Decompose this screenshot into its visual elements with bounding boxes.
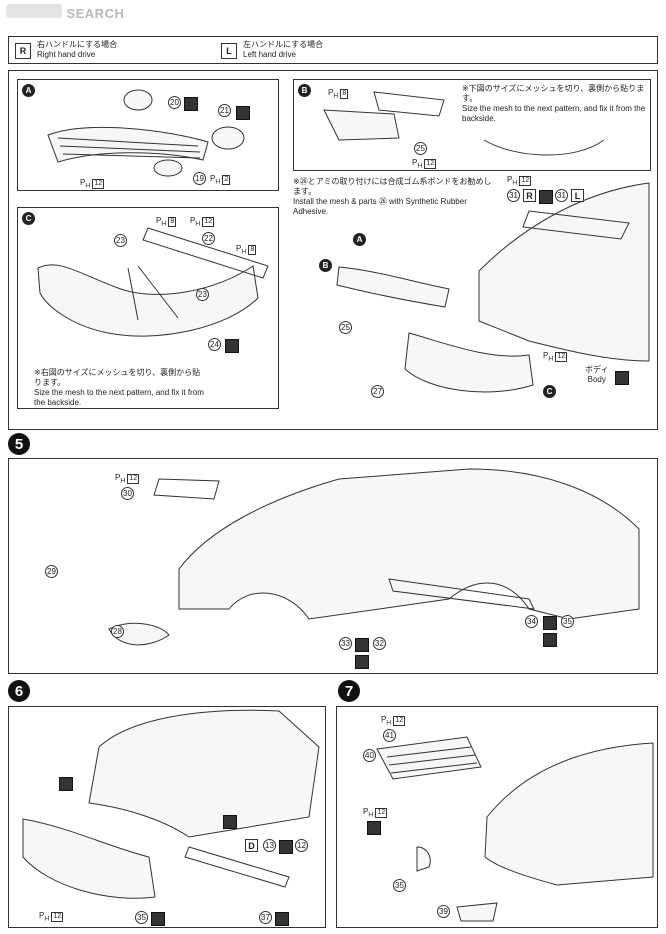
car-rear-drawing: [22, 709, 320, 899]
part-28: 28: [111, 625, 124, 638]
glue-icon: [539, 190, 553, 204]
part-34: 34: [525, 615, 538, 628]
glue-icon: [279, 840, 293, 854]
lhd-label-jp: 左ハンドルにする場合: [243, 40, 324, 49]
ph-label: PH 8: [156, 216, 177, 228]
glue-icon: [543, 633, 557, 647]
part-35: 35: [561, 615, 574, 628]
rhd-label-jp: 右ハンドルにする場合: [37, 40, 118, 49]
front-assembly-panel: A 20 21 19 PH 2 PH 12 B PH 8 25 PH 12 ※下…: [8, 70, 658, 430]
marker-d: D: [245, 839, 258, 852]
step-5-panel: PH 12 30 29 28 33 32 34 35: [8, 458, 658, 674]
part-39: 39: [437, 905, 450, 918]
ph-label: PH 12: [39, 911, 64, 923]
ph-label: PH 12: [363, 807, 388, 819]
step-7-badge: 7: [338, 680, 360, 702]
glue-icon: [355, 655, 369, 669]
lhd-label-en: Left hand drive: [243, 50, 296, 59]
part-35-window: 35: [393, 879, 406, 892]
watermark-logo: SEARCH: [6, 4, 124, 23]
body-label-jp: ボディ: [585, 365, 609, 374]
lhd-marker: L: [221, 43, 237, 59]
marker-c: C: [543, 385, 556, 398]
grille-b-drawing: [323, 91, 605, 156]
part-31-rhd: 31: [507, 189, 520, 202]
sub-b-marker: B: [298, 84, 311, 97]
step-7-panel: PH 12 41 40 PH 12 35 39: [336, 706, 658, 928]
grille-drawing: [47, 89, 245, 177]
sub-c-note-en: Size the mesh to the next pattern, and f…: [34, 388, 204, 407]
sub-c-marker: C: [22, 212, 35, 225]
part-24: 24: [208, 338, 221, 351]
car-front-drawing: [108, 468, 640, 646]
glue-icon: [355, 638, 369, 652]
part-13: 13: [263, 839, 276, 852]
part-25: 25: [414, 142, 427, 155]
lhd-marker-small: L: [571, 189, 584, 202]
step-5-badge: 5: [8, 433, 30, 455]
ph-label: PH 12: [190, 216, 215, 228]
subassembly-b: B PH 8 25 PH 12 ※下図のサイズにメッシュを切り、裏側から貼ります…: [293, 79, 651, 171]
marker-b: B: [319, 259, 332, 272]
sub-b-note-en: Size the mesh to the next pattern, and f…: [462, 104, 646, 123]
glue-icon: [543, 616, 557, 630]
part-30: 30: [121, 487, 134, 500]
step-6-panel: D 13 12 PH 12 35 37: [8, 706, 326, 928]
ph-label: PH 8: [328, 88, 349, 100]
part-12: 12: [295, 839, 308, 852]
front-body-drawing: [336, 182, 650, 393]
glue-icon: [615, 371, 629, 385]
rhd-marker-small: R: [523, 189, 536, 202]
part-29: 29: [45, 565, 58, 578]
part-23: 23: [114, 234, 127, 247]
ph-label: PH 12: [115, 473, 140, 485]
sub-b-note-jp: ※下図のサイズにメッシュを切り、裏側から貼ります。: [462, 84, 645, 103]
ph-label: PH 12: [381, 715, 406, 727]
hand-drive-legend: R 右ハンドルにする場合 Right hand drive L 左ハンドルにする…: [8, 36, 658, 64]
adhesive-note-jp: ※㉖とアミの取り付けには合成ゴム系ボンドをお勧めします。: [293, 177, 492, 196]
ph-label: PH 2: [210, 174, 231, 186]
part-19: 19: [193, 172, 206, 185]
adhesive-note-en: Install the mesh & parts ㉖ with Syntheti…: [293, 197, 467, 216]
part-23b: 23: [196, 288, 209, 301]
subassembly-a: A 20 21 19 PH 2 PH 12: [17, 79, 279, 191]
part-35-rear: 35: [135, 911, 148, 924]
part-20: 20: [168, 96, 181, 109]
subassembly-c: C PH 8 PH 12 23 22 PH 8 23 24 ※右図のサイズにメッ…: [17, 207, 279, 409]
glue-icon: [225, 339, 239, 353]
ph-label: PH 8: [236, 244, 257, 256]
rhd-marker: R: [15, 43, 31, 59]
part-40: 40: [363, 749, 376, 762]
part-21: 21: [218, 104, 231, 117]
sub-c-note-jp: ※右図のサイズにメッシュを切り、裏側から貼ります。: [34, 368, 201, 387]
part-31-lhd: 31: [555, 189, 568, 202]
ph-label: PH 12: [412, 158, 437, 170]
part-41: 41: [383, 729, 396, 742]
part-27: 27: [371, 385, 384, 398]
marker-a: A: [353, 233, 366, 246]
part-25-assy: 25: [339, 321, 352, 334]
glue-icon: [59, 777, 73, 791]
part-37: 37: [259, 911, 272, 924]
step-6-badge: 6: [8, 680, 30, 702]
glue-icon: [223, 815, 237, 829]
glue-icon: [236, 106, 250, 120]
part-32: 32: [373, 637, 386, 650]
glue-icon: [184, 97, 198, 111]
sub-a-marker: A: [22, 84, 35, 97]
bumper-drawing: [37, 227, 269, 337]
part-22: 22: [202, 232, 215, 245]
ph-label: PH 12: [507, 175, 532, 187]
glue-icon: [367, 821, 381, 835]
body-label-en: Body: [587, 375, 606, 384]
car-rear-window-drawing: [376, 736, 654, 922]
ph-label: PH 12: [543, 351, 568, 363]
ph-label: PH 12: [80, 178, 105, 190]
part-33: 33: [339, 637, 352, 650]
glue-icon: [275, 912, 289, 926]
watermark-text: SEARCH: [66, 6, 125, 21]
rhd-label-en: Right hand drive: [37, 50, 96, 59]
glue-icon: [151, 912, 165, 926]
